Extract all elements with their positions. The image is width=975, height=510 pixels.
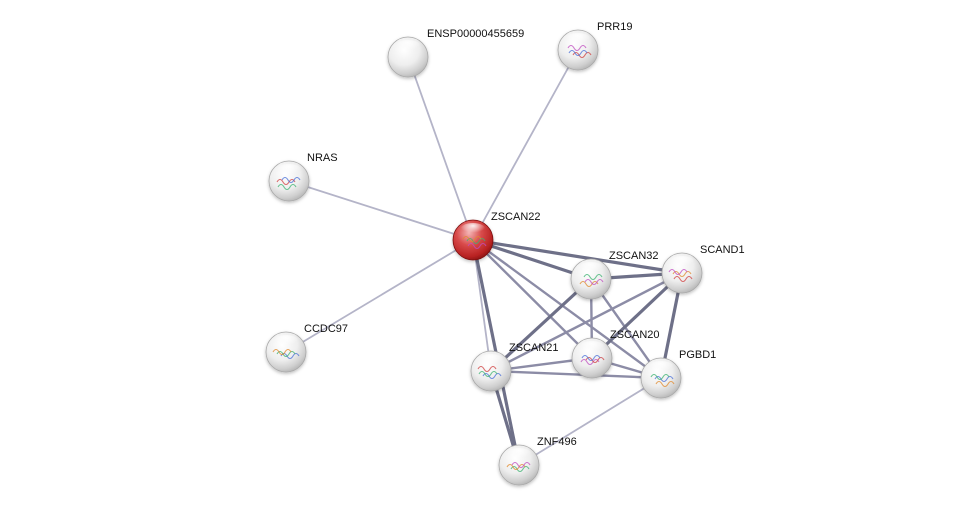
- protein-structure-icon: [673, 275, 693, 283]
- node-highlight: [478, 354, 504, 368]
- node-ccdc97[interactable]: CCDC97: [265, 323, 348, 373]
- node-label-znf496: ZNF496: [537, 436, 577, 448]
- protein-structure-icon: [584, 278, 604, 286]
- node-zscan32[interactable]: ZSCAN32: [570, 250, 659, 300]
- node-zscan21[interactable]: ZSCAN21: [470, 342, 559, 392]
- node-pgbd1[interactable]: PGBD1: [640, 349, 716, 399]
- protein-structure-icon: [568, 49, 588, 57]
- protein-structure-icon: [511, 461, 531, 469]
- node-highlight: [669, 256, 695, 270]
- protein-structure-icon: [462, 235, 482, 243]
- edge-zscan22-ensp[interactable]: [407, 56, 474, 241]
- node-highlight: [565, 33, 591, 47]
- node-label-nras: NRAS: [307, 152, 338, 164]
- protein-structure-icon: [466, 237, 486, 245]
- node-highlight: [579, 341, 605, 355]
- node-nras[interactable]: NRAS: [268, 152, 338, 202]
- edge-pgbd1-znf496[interactable]: [518, 377, 662, 466]
- edge-zscan22-pgbd1[interactable]: [471, 238, 663, 380]
- edge-zscan22-nras[interactable]: [288, 180, 474, 241]
- edge-zscan22-prr19[interactable]: [472, 49, 579, 241]
- protein-structure-icon: [654, 375, 674, 383]
- node-highlight: [578, 262, 604, 276]
- edge-scand1-zscan20[interactable]: [590, 271, 684, 360]
- node-zscan20[interactable]: ZSCAN20: [571, 329, 660, 379]
- node-label-ccdc97: CCDC97: [304, 323, 348, 335]
- node-ensp[interactable]: ENSP00000455659: [387, 28, 524, 78]
- edge-zscan22-ccdc97[interactable]: [285, 239, 474, 353]
- protein-structure-icon: [655, 380, 675, 388]
- node-highlight: [506, 448, 532, 462]
- node-highlight: [460, 223, 486, 237]
- protein-structure-icon: [478, 370, 498, 378]
- node-prr19[interactable]: PRR19: [557, 21, 632, 71]
- edge-zscan22-zscan20[interactable]: [471, 238, 594, 360]
- node-label-zscan32: ZSCAN32: [609, 250, 659, 262]
- protein-structure-icon: [650, 373, 670, 381]
- protein-structure-icon: [581, 354, 601, 362]
- protein-structure-icon: [580, 358, 600, 366]
- nodes-layer: ZSCAN22ENSP00000455659PRR19NRASCCDC97ZSC…: [265, 21, 745, 486]
- protein-structure-icon: [482, 372, 502, 380]
- protein-structure-icon: [672, 270, 692, 278]
- protein-structure-icon: [272, 348, 292, 356]
- node-label-zscan20: ZSCAN20: [610, 329, 660, 341]
- node-label-ensp: ENSP00000455659: [427, 28, 524, 40]
- protein-structure-icon: [277, 183, 297, 191]
- protein-structure-icon: [572, 51, 592, 59]
- protein-structure-icon: [585, 356, 605, 364]
- node-highlight: [395, 40, 421, 54]
- node-znf496[interactable]: ZNF496: [498, 436, 577, 486]
- node-label-zscan21: ZSCAN21: [509, 342, 559, 354]
- node-label-pgbd1: PGBD1: [679, 349, 716, 361]
- node-zscan22[interactable]: ZSCAN22: [452, 211, 541, 261]
- protein-structure-icon: [506, 463, 526, 471]
- edge-zscan22-zscan32[interactable]: [471, 238, 593, 281]
- protein-structure-icon: [467, 242, 487, 250]
- node-label-prr19: PRR19: [597, 21, 632, 33]
- protein-structure-icon: [276, 178, 296, 186]
- node-label-zscan22: ZSCAN22: [491, 211, 541, 223]
- node-scand1[interactable]: SCAND1: [661, 244, 745, 294]
- edge-scand1-zscan21[interactable]: [489, 271, 684, 373]
- protein-structure-icon: [579, 280, 599, 288]
- node-highlight: [648, 361, 674, 375]
- edge-zscan32-zscan21[interactable]: [489, 277, 593, 373]
- node-label-scand1: SCAND1: [700, 244, 745, 256]
- edge-zscan22-scand1[interactable]: [471, 238, 684, 275]
- node-highlight: [273, 335, 299, 349]
- node-highlight: [276, 164, 302, 178]
- protein-structure-icon: [510, 465, 530, 473]
- protein-structure-icon: [276, 350, 296, 358]
- edge-zscan21-pgbd1[interactable]: [489, 369, 663, 380]
